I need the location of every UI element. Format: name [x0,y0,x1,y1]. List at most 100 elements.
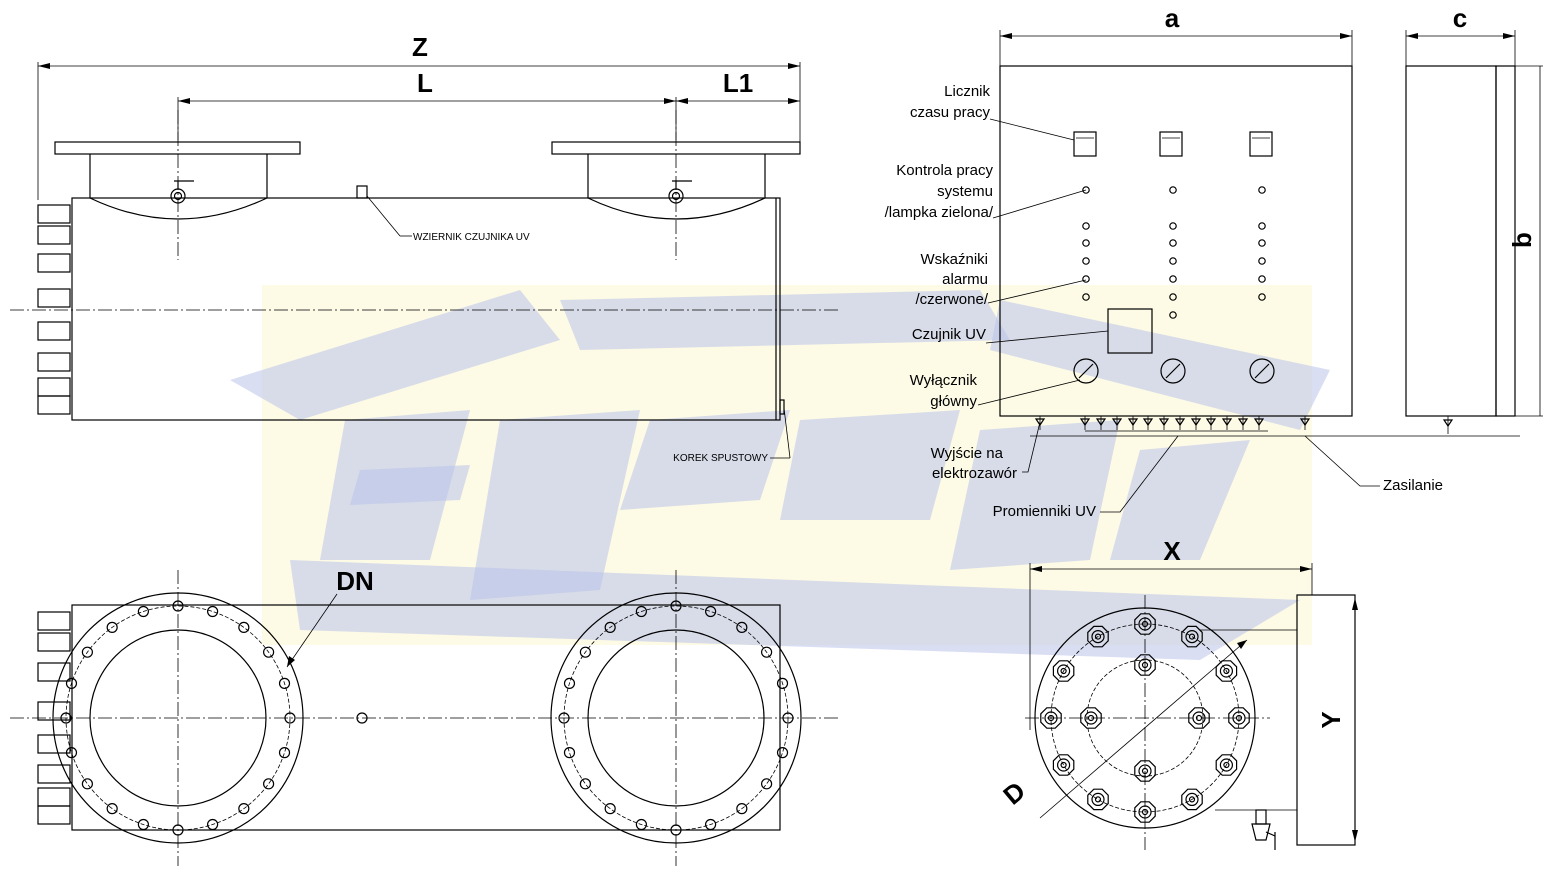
cable-connector-head [1190,418,1202,427]
indicator-light [1169,293,1177,301]
bolt-core [1141,620,1149,628]
indicator-light [1258,239,1266,247]
flange-bolt-hole [558,712,570,724]
label-x: X [1163,536,1181,566]
cable-connector-head [1095,418,1107,427]
indicator-light [1258,257,1266,265]
flange-bolt-hole [635,818,647,831]
flange-bolt-hole [81,778,93,790]
bolt-washer [1056,758,1071,772]
indicator-light [1082,222,1090,230]
flange-bolt-hole [736,621,748,633]
gland-top-4 [37,701,71,721]
bolt-core [1094,633,1102,640]
bolt-washer [1232,711,1246,725]
side-view: Z L L1 WZIERNIK CZUJNIKA UV [10,32,840,464]
end-flange-bolt-circle [1050,623,1240,813]
cable-connector-head [1142,418,1154,427]
bolt-washer [1084,711,1098,725]
flange-bolt-hole [172,824,184,836]
flange-bore [587,629,765,807]
watermark-letter-m-left [620,410,790,510]
label-system-check-2: systemu [937,183,993,200]
flange-bolt-hole [776,747,789,759]
indicator-light [1082,293,1090,301]
flange-bolt-hole [776,677,789,689]
flange-bolt-hole [670,824,682,836]
control-panel-front: a Licznik czasu pracy [885,3,1520,520]
watermark-top-stroke-mid [560,290,1010,350]
arrow-l1-right [788,98,800,104]
flange-bolt-hole [263,778,275,790]
indicator-light [1169,186,1177,194]
watermark-letter-m-right [780,410,960,520]
cable-connector-head [1253,418,1265,427]
label-valve-output-2: elektrozawór [932,465,1017,482]
flange-bolt-hole [207,605,219,618]
flange-bolt-circle [65,605,291,831]
watermark-top-stroke-right [990,300,1330,430]
indicator-light [1169,222,1177,230]
cable-connector-head [1174,418,1186,427]
gland-3 [37,253,71,273]
arrow-c-left [1406,33,1418,39]
label-c: c [1453,3,1467,33]
label-alarm-2: alarmu [942,271,988,288]
bolt-nut-icon [1181,625,1203,648]
flange-bolt-hole [563,747,576,759]
label-system-check-3: /lampka zielona/ [885,204,994,221]
flange-bolt-hole [736,803,748,815]
hour-counter-2 [1159,131,1183,157]
bolt-nut-icon [1134,760,1156,782]
indicator-light [1082,275,1090,283]
bottom-connectors [1034,416,1311,430]
leader-system-check [992,189,1087,219]
bolt-nut-icon [1215,754,1238,776]
bolt-washer [1192,711,1206,725]
label-hour-counter-2: czasu pracy [910,104,991,121]
cable-connector-head [1127,418,1139,427]
gland-top-5 [37,734,71,754]
flange-bolt-hole [579,646,591,658]
gland-6 [37,352,71,372]
bolt-core [1141,661,1149,669]
indicator-lights [1082,186,1266,319]
flange-bolt-hole [579,778,591,790]
cable-connector-head [1237,418,1249,427]
bolt-core [1235,714,1243,722]
bolt-washer [1091,629,1105,644]
bolt-washer [1138,617,1152,631]
arrow-d [1237,640,1247,649]
bolt-nut-icon [1181,788,1203,811]
top-view: DN [10,566,840,866]
bolt-core [1047,714,1055,722]
dim-line-d [1039,639,1248,819]
flange-bolt-hole [278,677,291,689]
cable-connector-head [1158,418,1170,427]
watermark-top-stroke-left [230,290,560,420]
watermark-bottom-swoosh [290,560,1300,660]
center-port-top [356,712,368,724]
flange-bolt-hole [635,605,647,618]
reactor-body-side [71,197,781,421]
bolt-core [1188,633,1196,640]
label-alarm-3: /czerwone/ [915,291,988,308]
arrow-y-top [1352,598,1358,610]
main-switch-3-slot [1254,363,1270,379]
cabinet-door-side [1495,65,1516,417]
hour-counter-3 [1249,131,1273,157]
gland-5 [37,321,71,341]
bolt-core [1087,714,1095,722]
control-panel-side: c b [1405,3,1543,434]
label-uv-sensor: Czujnik UV [912,326,986,343]
indicator-light [1082,257,1090,265]
bolt-core [1060,761,1067,769]
arrow-x-right [1300,566,1312,572]
flange-top-left [52,592,304,844]
flange-bolt-hole [705,605,717,618]
bolt-nut-icon [1080,707,1102,729]
gland-4 [37,288,71,308]
gland-top-7 [37,787,71,807]
end-view: X Y D [997,536,1358,850]
